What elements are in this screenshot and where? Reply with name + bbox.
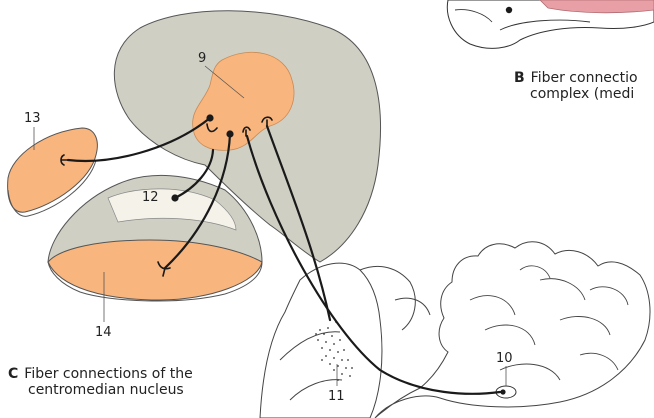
caption-c-line1: Fiber connections of the [24,366,192,382]
label-11: 11 [328,389,345,404]
caption-b: B Fiber connectio complex (medi [514,70,638,102]
panel-b-fragment [447,0,654,48]
structure-13 [8,128,98,216]
panel-b-fiber-dot [506,7,512,13]
caption-c-letter: C [8,366,18,382]
label-12: 12 [142,190,159,205]
caption-b-line1: Fiber connectio [531,70,638,86]
label-10: 10 [496,351,513,366]
label-13: 13 [24,111,41,126]
caption-b-line2: complex (medi [530,86,634,102]
label-9: 9 [198,51,206,66]
caption-c: C Fiber connections of the centromedian n… [8,366,193,398]
label-14: 14 [95,325,112,340]
cerebellum-brainstem [260,242,650,418]
fiber-origin-dot [206,114,213,121]
caption-c-line2: centromedian nucleus [28,382,184,398]
caption-b-letter: B [514,70,525,86]
